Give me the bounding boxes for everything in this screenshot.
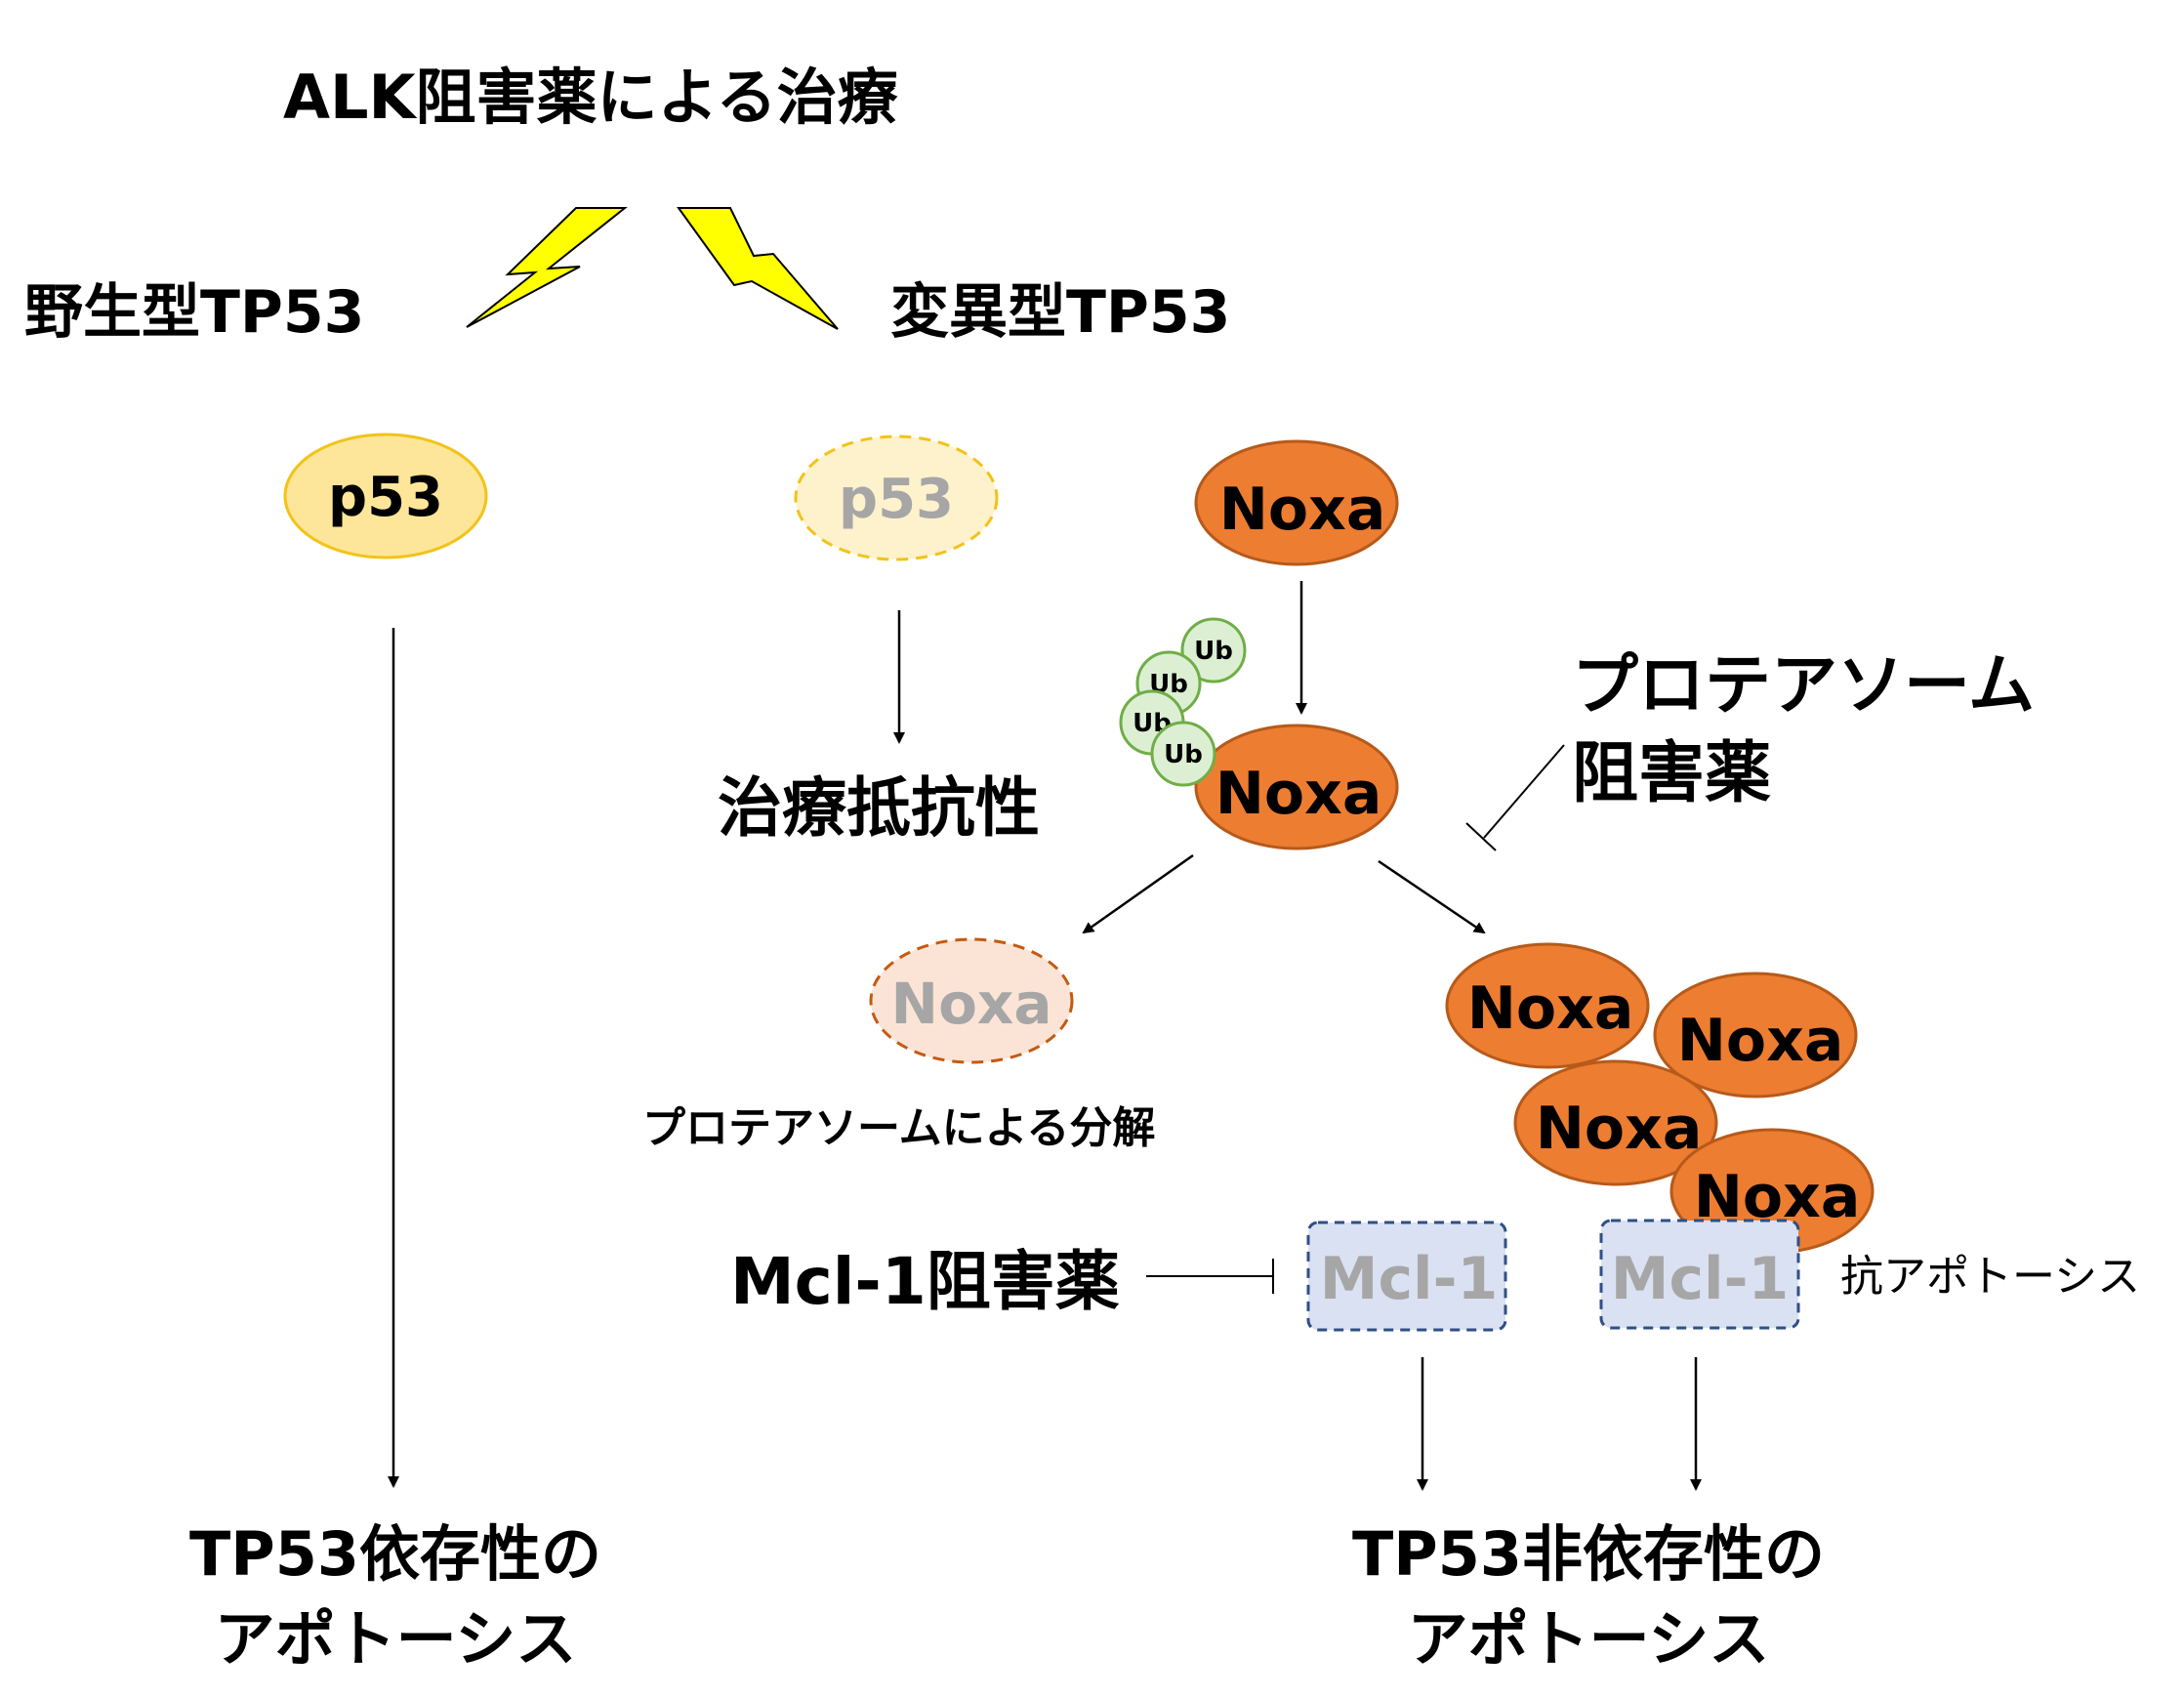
treatment-resistance-label: 治療抵抗性 [718,770,1040,846]
lightning-bolt-right-icon [677,207,839,330]
faded-p53-node-label: p53 [839,468,954,531]
diagram-title: ALK阻害薬による治療 [283,62,898,133]
noxa-node-top [1194,439,1399,566]
degraded-noxa-label: Noxa [891,971,1052,1037]
proteasome-inhibition-line [1483,744,1565,839]
ub-tag-icon [1180,617,1247,683]
arrow-to-degradation [1082,853,1194,934]
mcl1-right-label: Mcl-1 [1611,1245,1790,1313]
accumulated-noxa-node [1653,972,1858,1098]
tp53-dependent-apoptosis-line1: TP53依存性の [189,1518,601,1590]
mcl1-box-left [1306,1221,1507,1332]
proteasome-degradation-label: プロテアソームによる分解 [642,1103,1155,1153]
lightning-bolt-left-icon [466,207,628,328]
ub-tag-label: Ub [1194,637,1233,666]
p53-node-label: p53 [328,466,443,529]
faded-p53-node [794,435,999,561]
proteasome-inhibition-bar [1465,822,1497,851]
tp53-independent-apoptosis-line1: TP53非依存性の [1352,1518,1825,1590]
ub-tag-icon [1150,721,1216,787]
mutant-tp53-label: 変異型TP53 [890,278,1230,347]
proteasome-inhibitor-line2: 阻害薬 [1572,735,1771,812]
noxa-node-top-label: Noxa [1219,476,1386,544]
accumulated-noxa-label: Noxa [1467,974,1634,1043]
wild-type-tp53-label: 野生型TP53 [24,278,364,347]
accumulated-noxa-node [1513,1059,1718,1186]
ubiquitinated-noxa-label: Noxa [1216,760,1382,828]
ubiquitinated-noxa-node [1194,724,1399,850]
mcl1-left-label: Mcl-1 [1320,1245,1499,1313]
tp53-independent-apoptosis-line2: アポトーシス [1408,1603,1770,1675]
accumulated-noxa-node [1445,942,1650,1069]
proteasome-inhibitor-line1: プロテアソーム [1572,647,2035,725]
accumulated-noxa-label: Noxa [1536,1095,1703,1163]
anti-apoptosis-label: 抗アポトーシス [1840,1252,2140,1302]
degraded-noxa-node [869,937,1074,1064]
tp53-dependent-apoptosis-line2: アポトーシス [215,1603,577,1675]
accumulated-noxa-label: Noxa [1677,1007,1844,1075]
mcl1-inhibitor-label: Mcl-1阻害薬 [730,1244,1120,1319]
ub-tag-label: Ub [1164,740,1203,769]
arrow-to-accumulation [1378,859,1486,934]
mcl1-box-right [1599,1219,1800,1330]
p53-node [283,433,488,559]
